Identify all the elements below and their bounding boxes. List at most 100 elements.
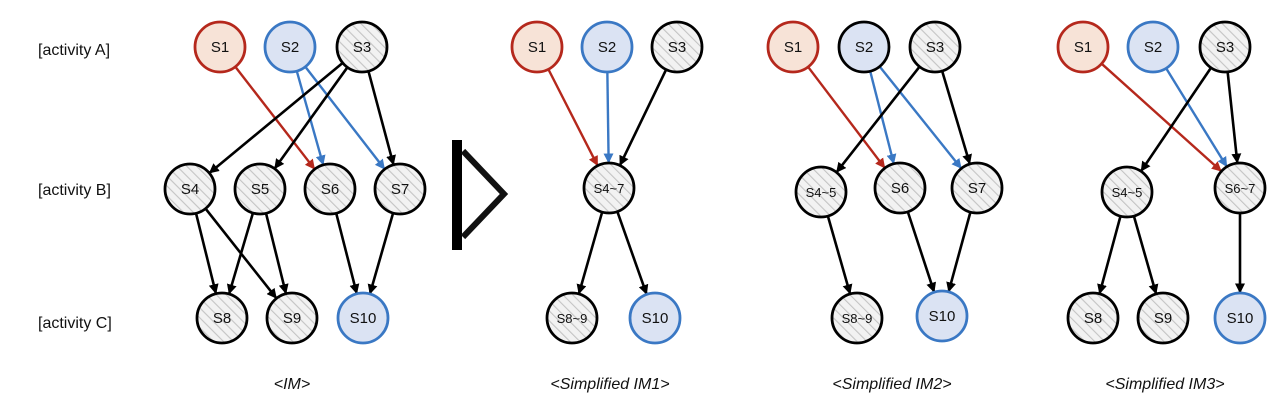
node-s4-to-5: S4~5	[794, 165, 848, 219]
edge-s4-to-s8	[194, 212, 219, 295]
panel-im3-edges	[1097, 62, 1245, 295]
node-circle	[1126, 20, 1180, 74]
node-label: S4~5	[1112, 185, 1143, 200]
node-s7: S7	[373, 162, 427, 216]
node-label: S8	[1084, 310, 1102, 327]
node-circle	[195, 291, 249, 345]
node-s8: S8	[1066, 291, 1120, 345]
node-label: S8	[213, 310, 231, 327]
panel-im-edges	[194, 61, 396, 299]
edge-s3-to-s4-to-5	[1140, 66, 1213, 172]
node-label: S10	[350, 310, 377, 327]
node-circle	[628, 291, 682, 345]
edge-s7-to-s10	[946, 211, 972, 293]
node-circle	[950, 161, 1004, 215]
node-s5: S5	[233, 162, 287, 216]
caption-simplified-im2: <Simplified IM2>	[832, 376, 951, 393]
panel-im2-edges	[807, 65, 972, 295]
node-circle	[545, 291, 599, 345]
caption-im: <IM>	[274, 376, 310, 393]
node-circle	[510, 20, 564, 74]
node-s1: S1	[193, 20, 247, 74]
right-triangle-arrow-icon	[452, 140, 509, 250]
node-circle	[1100, 165, 1154, 219]
node-label: S6	[321, 181, 339, 198]
node-s4: S4	[163, 162, 217, 216]
node-s9: S9	[265, 291, 319, 345]
edge-s2-to-s7	[878, 65, 962, 169]
caption-simplified-im1: <Simplified IM1>	[550, 376, 669, 393]
node-label: S1	[211, 39, 229, 56]
edge-s3-to-s7	[367, 70, 396, 166]
node-s7: S7	[950, 161, 1004, 215]
edge-s6-to-s10	[906, 211, 936, 293]
node-s10: S10	[1213, 291, 1267, 345]
node-circle	[1136, 291, 1190, 345]
node-circle	[915, 289, 969, 343]
node-label: S9	[283, 310, 301, 327]
node-label: S4	[181, 181, 199, 198]
node-label: S8~9	[842, 311, 873, 326]
edge-s3-to-s4-to-5	[836, 65, 921, 173]
node-circle	[303, 162, 357, 216]
node-s8: S8	[195, 291, 249, 345]
node-circle	[335, 20, 389, 74]
node-circle	[1056, 20, 1110, 74]
edge-s4-to-5-to-s8-to-9	[826, 215, 853, 295]
node-s10: S10	[915, 289, 969, 343]
node-circle	[163, 162, 217, 216]
node-label: S2	[1144, 39, 1162, 56]
edge-s3-to-s7	[940, 70, 972, 165]
node-circle	[766, 20, 820, 74]
node-label: S3	[926, 39, 944, 56]
edge-s5-to-s9	[264, 212, 289, 295]
node-circle	[582, 161, 636, 215]
node-label: S9	[1154, 310, 1172, 327]
node-label: S3	[668, 39, 686, 56]
node-label: S1	[528, 39, 546, 56]
node-label: S4~7	[594, 181, 625, 196]
node-label: S5	[251, 181, 269, 198]
edge-s3-to-s6-to-7	[1226, 71, 1242, 164]
node-s6: S6	[303, 162, 357, 216]
node-s6-to-7: S6~7	[1213, 161, 1267, 215]
node-s1: S1	[766, 20, 820, 74]
node-circle	[193, 20, 247, 74]
node-label: S3	[353, 39, 371, 56]
node-s2: S2	[580, 20, 634, 74]
node-label: S7	[391, 181, 409, 198]
node-s2: S2	[1126, 20, 1180, 74]
node-circle	[1066, 291, 1120, 345]
panel-im1-edges	[547, 68, 668, 295]
edge-s1-to-s6	[807, 66, 886, 169]
edge-s2-to-s4-to-7	[603, 71, 614, 164]
node-s4-to-5: S4~5	[1100, 165, 1154, 219]
edges-layer	[194, 61, 1245, 299]
node-label: S1	[1074, 39, 1092, 56]
row-label-activity-a: [activity A]	[38, 42, 110, 59]
node-s2: S2	[263, 20, 317, 74]
caption-simplified-im3: <Simplified IM3>	[1105, 376, 1224, 393]
node-label: S10	[1227, 310, 1254, 327]
node-s1: S1	[510, 20, 564, 74]
node-label: S2	[598, 39, 616, 56]
node-circle	[873, 161, 927, 215]
edge-s4-to-5-to-s8	[1097, 215, 1122, 295]
node-circle	[837, 20, 891, 74]
edge-s4-to-7-to-s10	[616, 211, 649, 295]
node-label: S10	[642, 310, 669, 327]
node-s6: S6	[873, 161, 927, 215]
edge-s2-to-s6	[869, 70, 897, 165]
node-label: S1	[784, 39, 802, 56]
node-s8-to-9: S8~9	[545, 291, 599, 345]
node-s4-to-7: S4~7	[582, 161, 636, 215]
node-s3: S3	[650, 20, 704, 74]
node-s3: S3	[908, 20, 962, 74]
node-label: S10	[929, 308, 956, 325]
node-circle	[1213, 291, 1267, 345]
node-s8-to-9: S8~9	[830, 291, 884, 345]
node-label: S6	[891, 180, 909, 197]
